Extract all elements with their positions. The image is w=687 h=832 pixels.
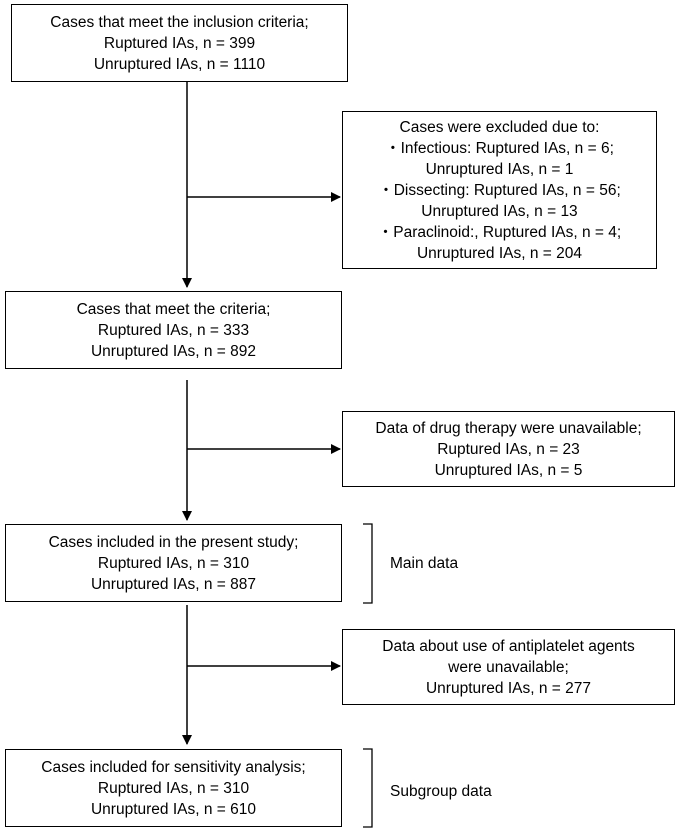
sensitivity-title: Cases included for sensitivity analysis; (41, 758, 306, 776)
inclusion-criteria-box: Cases that meet the inclusion criteria; … (11, 4, 348, 82)
antiplatelet-unavailable-title: Data about use of antiplatelet agents (382, 637, 635, 655)
excluded-title: Cases were excluded due to: (399, 118, 600, 136)
criteria-ruptured: Ruptured IAs, n = 333 (97, 321, 250, 339)
sensitivity-ruptured: Ruptured IAs, n = 310 (97, 779, 250, 797)
drug-unavailable-ruptured: Ruptured IAs, n = 23 (437, 440, 580, 458)
present-study-unruptured: Unruptured IAs, n = 887 (90, 575, 256, 593)
excluded-dissecting-ruptured: Dissecting: Ruptured IAs, n = 56; (378, 180, 621, 201)
sensitivity-analysis-box: Cases included for sensitivity analysis;… (5, 749, 342, 827)
present-study-box: Cases included in the present study; Rup… (5, 524, 342, 602)
sensitivity-unruptured: Unruptured IAs, n = 610 (90, 800, 256, 818)
drug-therapy-unavailable-box: Data of drug therapy were unavailable; R… (342, 411, 675, 487)
antiplatelet-unavailable-line: were unavailable; (448, 658, 569, 676)
excluded-paraclinoid-unruptured: Unruptured IAs, n = 204 (416, 244, 582, 262)
excluded-cases-box: Cases were excluded due to: Infectious: … (342, 111, 657, 269)
criteria-title: Cases that meet the criteria; (76, 300, 271, 318)
inclusion-title: Cases that meet the inclusion criteria; (50, 13, 309, 31)
inclusion-ruptured: Ruptured IAs, n = 399 (103, 34, 256, 52)
excluded-paraclinoid-ruptured: Paraclinoid:, Ruptured IAs, n = 4; (378, 222, 621, 243)
antiplatelet-unavailable-unruptured: Unruptured IAs, n = 277 (425, 679, 591, 697)
inclusion-unruptured: Unruptured IAs, n = 1110 (93, 55, 266, 73)
excluded-dissecting-unruptured: Unruptured IAs, n = 13 (421, 202, 578, 220)
excluded-infectious-unruptured: Unruptured IAs, n = 1 (425, 160, 574, 178)
antiplatelet-unavailable-box: Data about use of antiplatelet agents we… (342, 629, 675, 705)
drug-unavailable-title: Data of drug therapy were unavailable; (375, 419, 642, 437)
criteria-unruptured: Unruptured IAs, n = 892 (90, 342, 256, 360)
main-data-label: Main data (390, 555, 459, 572)
present-study-title: Cases included in the present study; (48, 533, 299, 551)
subgroup-data-label: Subgroup data (390, 783, 492, 800)
criteria-box: Cases that meet the criteria; Ruptured I… (5, 291, 342, 369)
excluded-infectious-ruptured: Infectious: Ruptured IAs, n = 6; (385, 138, 614, 159)
drug-unavailable-unruptured: Unruptured IAs, n = 5 (434, 461, 583, 479)
subgroup-data-bracket (363, 748, 373, 828)
present-study-ruptured: Ruptured IAs, n = 310 (97, 554, 250, 572)
main-data-bracket (363, 523, 373, 604)
